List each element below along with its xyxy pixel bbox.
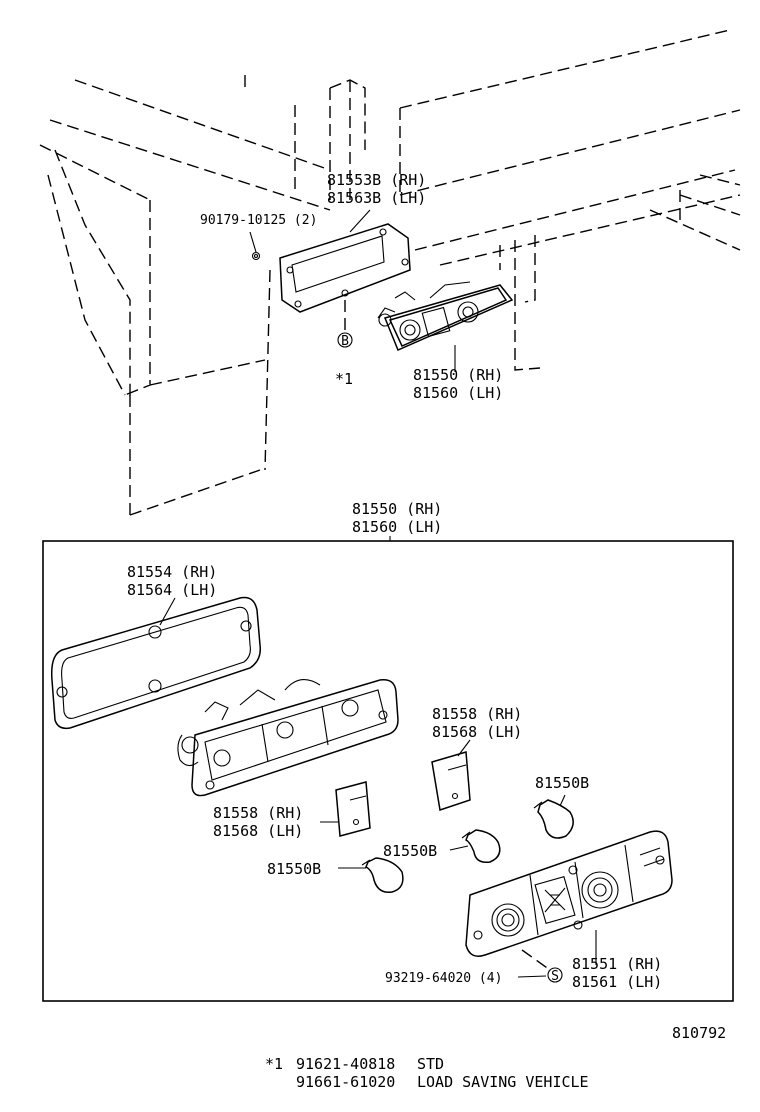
footnote-row2-part: 91661-61020: [296, 1073, 395, 1091]
marker-b-label: B: [341, 334, 349, 349]
bracket-lh-label: 81563B (LH): [327, 189, 426, 207]
bulb-1-label: 81550B: [535, 774, 589, 792]
diagram-code: 810792: [672, 1024, 726, 1042]
footnote-row2-desc: LOAD SAVING VEHICLE: [417, 1073, 589, 1091]
gasket-lh-label: 81564 (LH): [127, 581, 217, 599]
screw-s-icon: S: [547, 967, 563, 984]
screw-bottom-label: 93219-64020 (4): [385, 971, 502, 986]
clip-marker-b: B: [337, 332, 353, 349]
socket-b-rh-label: 81558 (RH): [213, 804, 303, 822]
bulb-1-leader: [559, 794, 566, 807]
assy-lh-label: 81560 (LH): [352, 518, 442, 536]
vehicle-body-outline: [39, 29, 741, 516]
footnote-row1-desc: STD: [417, 1055, 444, 1073]
top-lamp-assembly: [377, 281, 514, 351]
socket-a: [431, 751, 471, 811]
assy-rh-label: 81550 (RH): [352, 500, 442, 518]
socket-a-rh-label: 81558 (RH): [432, 705, 522, 723]
star1-label: *1: [335, 370, 353, 388]
footnote-row1-part: 91621-40818: [296, 1055, 395, 1073]
lens-lh-label: 81561 (LH): [572, 973, 662, 991]
screw-icon: [251, 251, 261, 261]
socket-a-leader: [457, 739, 471, 757]
bulb-3-label: 81550B: [267, 860, 321, 878]
bulb-icon: [533, 799, 574, 839]
bracket-leader: [349, 209, 371, 233]
gasket-rh-label: 81554 (RH): [127, 563, 217, 581]
bracket: [279, 223, 411, 313]
screw-leader: [249, 231, 257, 253]
gasket-leader: [159, 597, 176, 626]
bulb-2-label: 81550B: [383, 842, 437, 860]
socket-b: [335, 781, 371, 837]
bulb-icon: [361, 857, 404, 893]
gasket: [50, 596, 262, 730]
socket-a-lh-label: 81568 (LH): [432, 723, 522, 741]
footnote: *1 91621-40818 STD 91661-61020 LOAD SAVI…: [265, 1055, 589, 1091]
socket-b-lh-label: 81568 (LH): [213, 822, 303, 840]
lens: [465, 830, 673, 957]
bulb-2-leader: [449, 845, 469, 851]
lamp-housing: [177, 679, 399, 797]
footnote-row1-mark: *1: [265, 1055, 283, 1073]
bulb-icon: [461, 829, 501, 864]
screw-top-label: 90179-10125 (2): [200, 213, 317, 228]
assembly-frame: [42, 540, 734, 1002]
screw-s-leader: [517, 975, 547, 978]
screw-s-dashed-leader: [521, 949, 551, 971]
bracket-rh-label: 81553B (RH): [327, 171, 426, 189]
lens-rh-label: 81551 (RH): [572, 955, 662, 973]
lamp-lh-top-label: 81560 (LH): [413, 384, 503, 402]
lamp-rh-top-label: 81550 (RH): [413, 366, 503, 384]
marker-s-label: S: [551, 969, 559, 984]
